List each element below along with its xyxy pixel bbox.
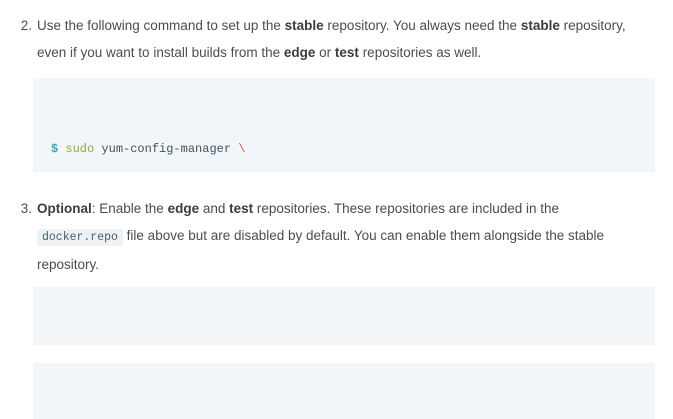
shell-prompt: $ — [51, 142, 59, 156]
code-line: $ sudo yum-config-manager \ — [51, 140, 655, 159]
text-segment: repository. You always need the — [323, 18, 521, 33]
text-segment: repositories as well. — [358, 45, 482, 60]
code-block-enable-test[interactable]: $ sudo yum-config-manager --enable docke… — [33, 363, 655, 419]
list-marker-2: 2. — [20, 18, 32, 33]
text-segment: file above but are disabled by default. … — [37, 228, 605, 272]
text-segment: repositories. These repositories are inc… — [253, 201, 560, 216]
inline-code-docker-repo: docker.repo — [37, 229, 123, 246]
list-marker-3: 3. — [20, 201, 32, 216]
code-lines: $ sudo yum-config-manager --enable docke… — [33, 363, 655, 419]
text-segment: or — [315, 45, 335, 60]
code-block-enable-edge[interactable]: $ sudo yum-config-manager --enable docke… — [33, 287, 655, 345]
bold-stable-2: stable — [520, 18, 560, 33]
text-segment: Use the following command to set up the — [37, 18, 285, 33]
line-continuation: \ — [238, 142, 246, 156]
text-segment: repository, even if you want to install … — [37, 18, 626, 60]
bold-edge: edge — [167, 201, 200, 216]
code-lines: $ sudo yum-config-manager --enable docke… — [33, 287, 655, 345]
program-name: yum-config-manager — [101, 142, 232, 156]
command-sudo: sudo — [65, 142, 95, 156]
bold-test: test — [229, 201, 254, 216]
bold-test: test — [334, 45, 359, 60]
bold-optional: Optional — [37, 201, 92, 216]
list-item-3: 3. Optional: Enable the edge and test re… — [0, 195, 673, 278]
code-lines: $ sudo yum-config-manager \ --add-repo \… — [33, 78, 655, 172]
text-segment: : Enable the — [91, 201, 168, 216]
code-block-add-repo[interactable]: $ sudo yum-config-manager \ --add-repo \… — [33, 78, 655, 172]
list-item-2: 2. Use the following command to set up t… — [0, 12, 673, 66]
list-item-2-text: Use the following command to set up the … — [37, 12, 673, 66]
bold-edge: edge — [283, 45, 316, 60]
text-segment: and — [199, 201, 230, 216]
list-item-3-text: Optional: Enable the edge and test repos… — [37, 195, 673, 278]
bold-stable-1: stable — [284, 18, 324, 33]
